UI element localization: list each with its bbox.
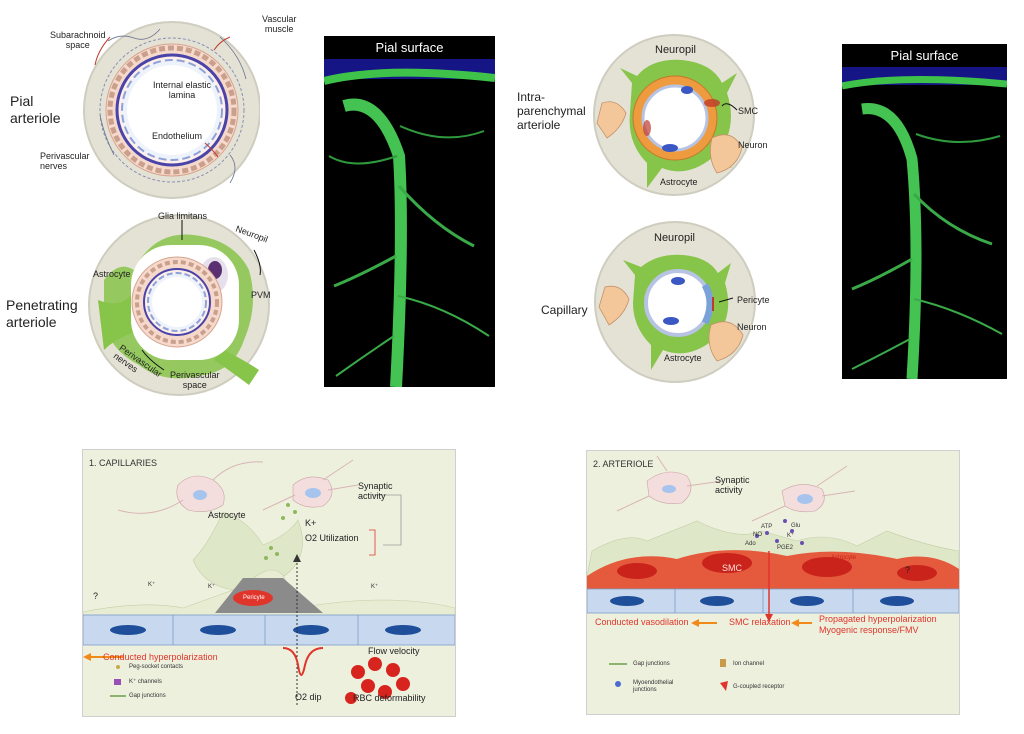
microscopy-photo-right: Pial surface	[842, 44, 1007, 379]
legend-k-channels: K⁺ channels	[129, 679, 162, 685]
smc-relaxation-label: SMC relaxation	[729, 617, 791, 627]
conducted-hyperpolarization-label: Conducted hyperpolarization	[103, 652, 218, 662]
legend-myoendothelial: Myoendothelial junctions	[633, 680, 674, 693]
pericyte-label: Pericyte	[737, 295, 770, 305]
pial-surface-label-right: Pial surface	[842, 44, 1007, 67]
k-label-3: K⁺	[371, 584, 379, 590]
microscopy-photo-left: Pial surface	[324, 36, 495, 387]
neuron-label-1: Neuron	[738, 140, 768, 150]
pial-arteriole-diagram	[83, 21, 260, 199]
astrocyte-label-1: Astrocyte	[93, 269, 131, 279]
legend-gap-junctions-1: Gap junctions	[129, 693, 166, 699]
conducted-vasodilation-label: Conducted vasodilation	[595, 617, 689, 627]
rbc-deformability-label: RBC deformability	[353, 693, 426, 703]
capillaries-panel: 1. CAPILLARIES	[82, 449, 456, 717]
astrocyte-label-2: Astrocyte	[660, 177, 698, 187]
molecule-no: NO	[753, 532, 762, 538]
arteriole-panel-title: 2. ARTERIOLE	[593, 459, 654, 469]
legend-ion-channel: Ion channel	[733, 661, 765, 667]
k-plus-label: K+	[305, 518, 317, 528]
internal-elastic-label: Internal elastic lamina	[153, 80, 212, 100]
legend-peg-socket: Peg-socket contacts	[129, 664, 184, 670]
astrocyte-panel-label: Astrocyte	[831, 555, 857, 561]
pial-surface-label-left: Pial surface	[324, 36, 495, 59]
k-label-2: K⁺	[208, 584, 216, 590]
penetrating-arteriole-diagram	[88, 214, 270, 396]
synaptic-activity-label-2: Synaptic activity	[715, 475, 750, 495]
glia-limitans-label: Glia limitans	[158, 211, 208, 221]
molecule-glu: Glu	[791, 523, 801, 529]
arteriole-panel: 2. ARTERIOLE Synaptic activity ATP NO Gl…	[586, 450, 960, 715]
perivascular-nerves-label-1: Perivascular nerves	[40, 151, 90, 171]
molecule-atp: ATP	[761, 524, 773, 530]
capillary-title: Capillary	[541, 303, 588, 317]
intra-arteriole-diagram	[593, 34, 755, 196]
neuropil-label-3: Neuropil	[654, 232, 695, 244]
synaptic-activity-label-1: Synaptic activity	[358, 481, 393, 501]
subarachnoid-label: Subarachnoid space	[50, 30, 106, 50]
neuropil-label-2: Neuropil	[655, 44, 696, 56]
intra-arteriole-title: Intra- parenchymal arteriole	[517, 90, 586, 132]
neuron-label-2: Neuron	[737, 322, 767, 332]
capillary-diagram	[594, 221, 756, 383]
molecule-k: K⁺	[787, 533, 795, 539]
question-label-1: ?	[93, 591, 99, 601]
smc-panel-label: SMC	[722, 563, 742, 573]
pvm-label: PVM	[251, 290, 271, 300]
capillaries-panel-title: 1. CAPILLARIES	[89, 458, 158, 468]
pial-arteriole-title: Pial arteriole	[10, 93, 61, 126]
astrocyte-label-3: Astrocyte	[664, 353, 702, 363]
endothelium-label: Endothelium	[152, 131, 203, 141]
o2-dip-label: O2 dip	[295, 692, 322, 702]
flow-velocity-label: Flow velocity	[368, 646, 420, 656]
penetrating-arteriole-title: Penetrating arteriole	[6, 297, 78, 330]
propagated-hyperpolarization-label: Propagated hyperpolarization Myogenic re…	[819, 614, 937, 635]
legend-g-coupled: G-coupled receptor	[733, 684, 785, 690]
question-label-2: ?	[905, 565, 911, 575]
legend-gap-junctions-2: Gap junctions	[633, 661, 670, 667]
o2-utilization-label: O2 Utilization	[305, 533, 359, 543]
perivascular-space-label: Perivascular space	[170, 370, 220, 390]
smc-label: SMC	[738, 106, 758, 116]
vascular-muscle-label: Vascular muscle	[262, 14, 297, 34]
pericyte-panel-label: Pericyte	[243, 595, 265, 601]
molecule-ado: Ado	[745, 541, 756, 547]
k-label-1: K⁺	[148, 582, 156, 588]
astrocyte-label-4: Astrocyte	[208, 510, 246, 520]
molecule-pge2: PGE2	[777, 545, 794, 551]
